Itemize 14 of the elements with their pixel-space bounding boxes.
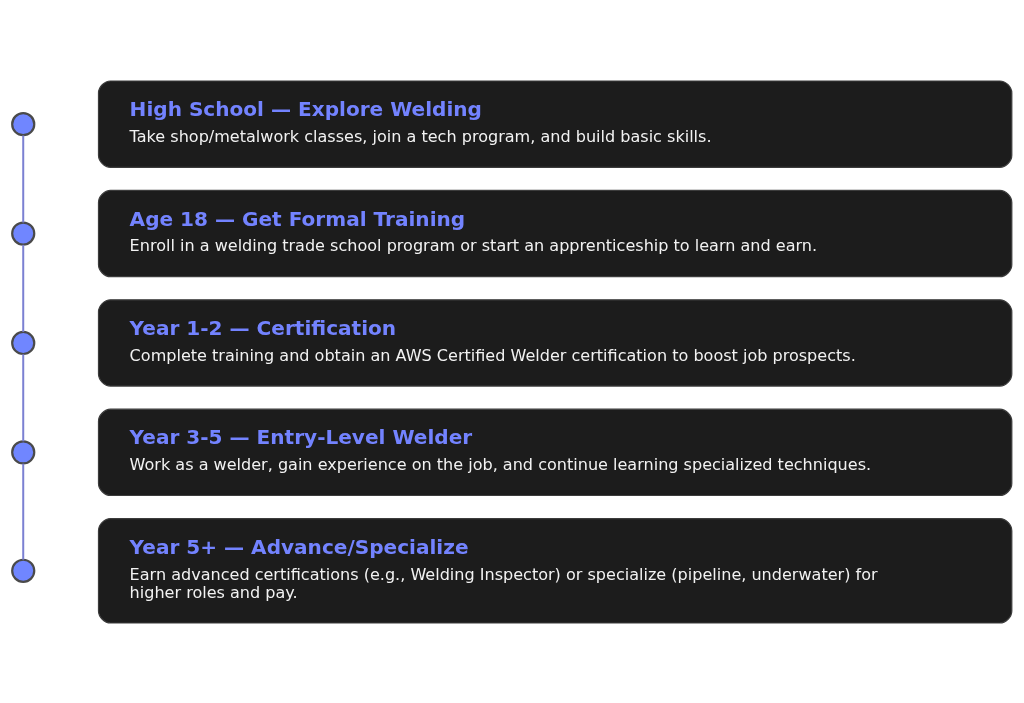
node-circle	[11, 439, 36, 464]
node-box: Year 3-5 — Entry-Level Welder Work as a welder, gain experience on the job, and continue learning specialized techniques.	[97, 408, 1013, 496]
connector	[22, 244, 25, 332]
node-box: High School — Explore Welding Take shop/metalwork classes, join a tech program, and build basic skills.	[97, 79, 1013, 168]
node-circle	[11, 330, 36, 355]
node-circle	[11, 558, 36, 583]
node-box: Year 5+ — Advance/Specialize Earn advanced certifications (e.g., Welding Inspector) or specialize (pipeline, underwater) for higher roles and pay.	[97, 517, 1013, 624]
node-circle	[11, 111, 36, 136]
connector	[22, 134, 25, 222]
connector	[22, 353, 25, 441]
node-circle	[11, 220, 36, 246]
connector	[22, 463, 25, 560]
node-box: Age 18 — Get Formal Training Enroll in a welding trade school program or start an apprenticeship to learn and earn.	[97, 189, 1013, 277]
node-box: Year 1-2 — Certification Complete training and obtain an AWS Certified Welder certification to boost job prospects.	[97, 298, 1013, 387]
